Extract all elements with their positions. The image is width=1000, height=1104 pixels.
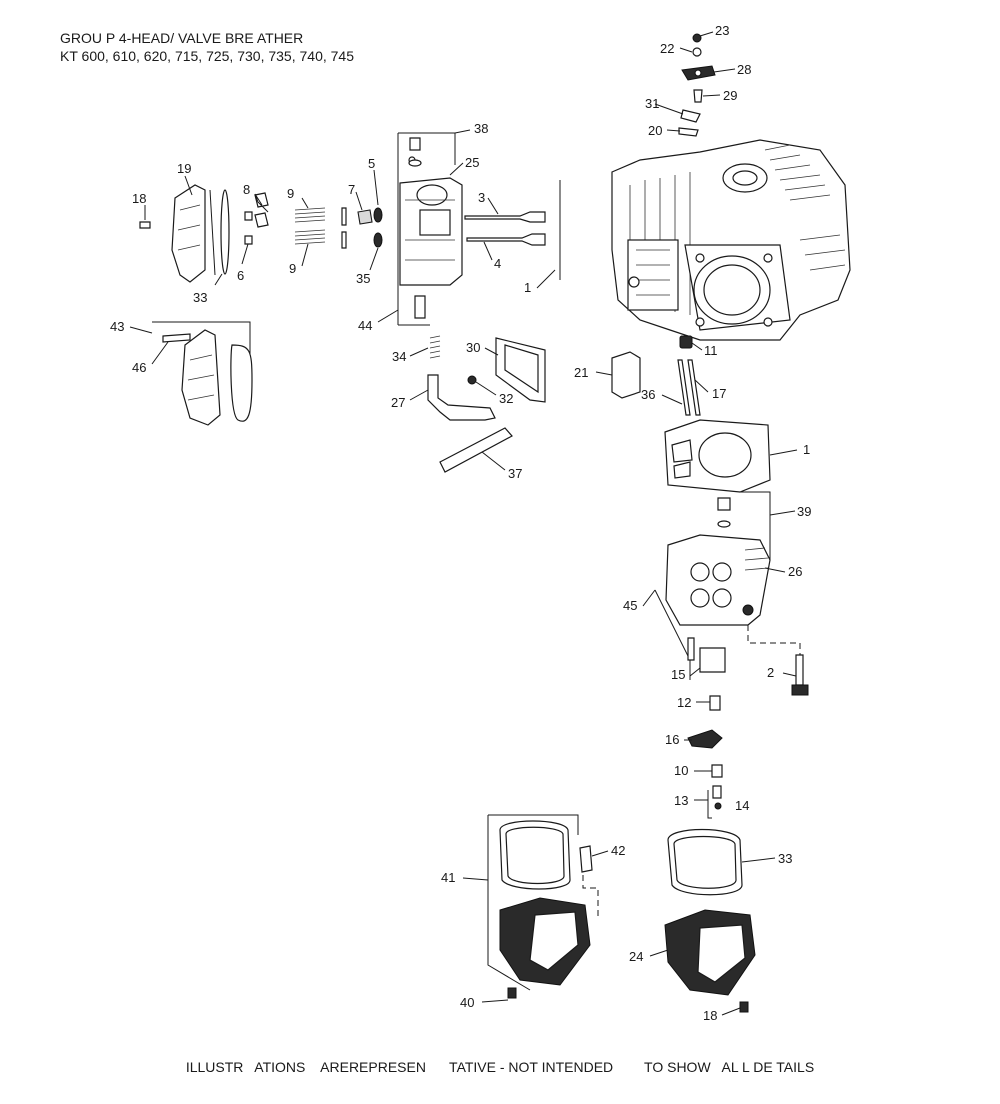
- breather-assembly: [152, 321, 253, 426]
- callout-44: 44: [358, 318, 372, 333]
- callout-7: 7: [348, 182, 355, 197]
- callout-2: 2: [767, 665, 774, 680]
- valve-springs-keepers: [244, 192, 383, 249]
- callout-36: 36: [641, 387, 655, 402]
- callout-46: 46: [132, 360, 146, 375]
- callout-37: 37: [508, 466, 522, 481]
- callout-29: 29: [723, 88, 737, 103]
- callout-15: 15: [671, 667, 685, 682]
- callout-33a: 33: [193, 290, 207, 305]
- callout-24: 24: [629, 949, 643, 964]
- callout-42: 42: [611, 843, 625, 858]
- breather-cover: [139, 184, 230, 283]
- valve-covers: [487, 814, 756, 1013]
- callout-30: 30: [466, 340, 480, 355]
- cylinder-head-center: [397, 132, 463, 326]
- crankcase-block: [611, 139, 851, 341]
- callout-31: 31: [645, 96, 659, 111]
- callout-9b: 9: [289, 261, 296, 276]
- callout-39: 39: [797, 504, 811, 519]
- callout-18a: 18: [132, 191, 146, 206]
- breather-hose-parts: [427, 335, 546, 473]
- callout-18b: 18: [703, 1008, 717, 1023]
- callout-43: 43: [110, 319, 124, 334]
- callout-4: 4: [494, 256, 501, 271]
- callout-16: 16: [665, 732, 679, 747]
- callout-21: 21: [574, 365, 588, 380]
- cylinder-head-right: [654, 491, 809, 696]
- callout-13: 13: [674, 793, 688, 808]
- callout-1b: 1: [803, 442, 810, 457]
- disclaimer-footer: ILLUSTR ATIONS AREREPRESEN TATIVE - NOT …: [185, 1059, 815, 1075]
- rocker-parts: [687, 695, 723, 819]
- model-list: KT 600, 610, 620, 715, 725, 730, 735, 74…: [60, 48, 354, 64]
- callout-12: 12: [677, 695, 691, 710]
- callout-22: 22: [660, 41, 674, 56]
- valves: [464, 180, 561, 280]
- callout-6: 6: [237, 268, 244, 283]
- callout-34: 34: [392, 349, 406, 364]
- callout-17: 17: [712, 386, 726, 401]
- callout-35: 35: [356, 271, 370, 286]
- head-gasket-pushrods: [611, 335, 771, 493]
- callout-33b: 33: [778, 851, 792, 866]
- callout-23: 23: [715, 23, 729, 38]
- callout-5: 5: [368, 156, 375, 171]
- callout-8: 8: [243, 182, 250, 197]
- callout-labels: 1 1 2 3 4 5 6 7 8 9 9 10 11 12 13 14 15 …: [110, 23, 811, 1023]
- callout-19: 19: [177, 161, 191, 176]
- leader-lines: [129, 31, 798, 1016]
- callout-26: 26: [788, 564, 802, 579]
- callout-1a: 1: [524, 280, 531, 295]
- callout-45: 45: [623, 598, 637, 613]
- callout-32: 32: [499, 391, 513, 406]
- callout-14: 14: [735, 798, 749, 813]
- callout-41: 41: [441, 870, 455, 885]
- callout-28: 28: [737, 62, 751, 77]
- callout-25: 25: [465, 155, 479, 170]
- callout-9a: 9: [287, 186, 294, 201]
- callout-20: 20: [648, 123, 662, 138]
- callout-11: 11: [704, 343, 718, 358]
- callout-38: 38: [474, 121, 488, 136]
- callout-3: 3: [478, 190, 485, 205]
- governor-linkage-parts: [678, 33, 716, 137]
- callout-27: 27: [391, 395, 405, 410]
- callout-40: 40: [460, 995, 474, 1010]
- callout-10: 10: [674, 763, 688, 778]
- diagram-title: GROU P 4-HEAD/ VALVE BRE ATHER: [60, 30, 304, 46]
